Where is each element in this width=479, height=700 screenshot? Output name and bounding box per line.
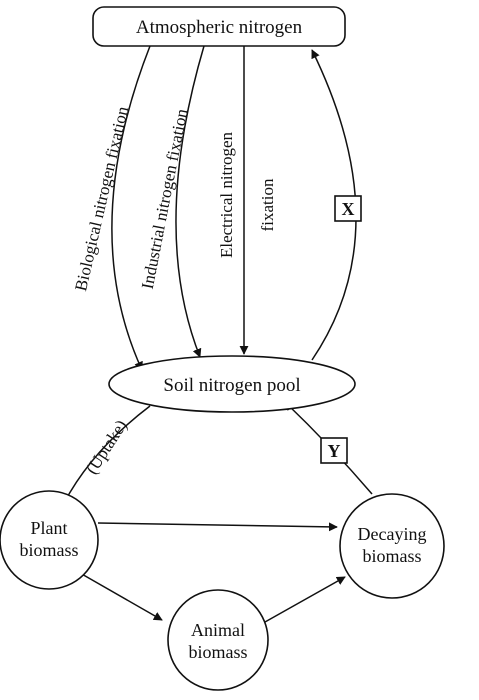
atmospheric-nitrogen-node: Atmospheric nitrogen	[92, 6, 346, 47]
animal-biomass-label-line1: Animal	[191, 620, 245, 640]
decaying-biomass-node: Decaying biomass	[339, 493, 445, 599]
decaying-biomass-label-line1: Decaying	[358, 524, 427, 544]
plant-biomass-label-line2: biomass	[19, 540, 78, 560]
plant-to-animal-arrow	[79, 572, 163, 621]
electrical-fixation-label-line1: Electrical nitrogen	[217, 131, 236, 258]
decaying-biomass-label-line2: biomass	[362, 546, 421, 566]
tag-x: X	[334, 195, 362, 222]
uptake-label: (Uptake)	[82, 416, 131, 477]
tag-x-label: X	[342, 199, 355, 219]
plant-biomass-node: Plant biomass	[0, 490, 99, 590]
biological-fixation-label: Biological nitrogen fixation	[71, 104, 132, 293]
soil-nitrogen-pool-node: Soil nitrogen pool	[108, 355, 356, 413]
plant-to-decaying-arrow	[97, 522, 338, 532]
biological-fixation-arrow	[111, 45, 151, 371]
plant-biomass-label-line1: Plant	[30, 518, 67, 538]
uptake-arrow	[63, 405, 151, 504]
animal-biomass-node: Animal biomass	[167, 589, 269, 691]
electrical-fixation-label-line2: fixation	[258, 178, 277, 231]
atmospheric-nitrogen-label: Atmospheric nitrogen	[136, 17, 303, 38]
industrial-fixation-label: Industrial nitrogen fixation	[138, 107, 192, 291]
animal-biomass-label-line2: biomass	[188, 642, 247, 662]
animal-to-decaying-arrow	[264, 576, 346, 623]
tag-y: Y	[320, 437, 348, 464]
soil-nitrogen-pool-label: Soil nitrogen pool	[163, 375, 300, 396]
tag-y-label: Y	[328, 441, 341, 461]
industrial-fixation-arrow	[175, 45, 205, 358]
